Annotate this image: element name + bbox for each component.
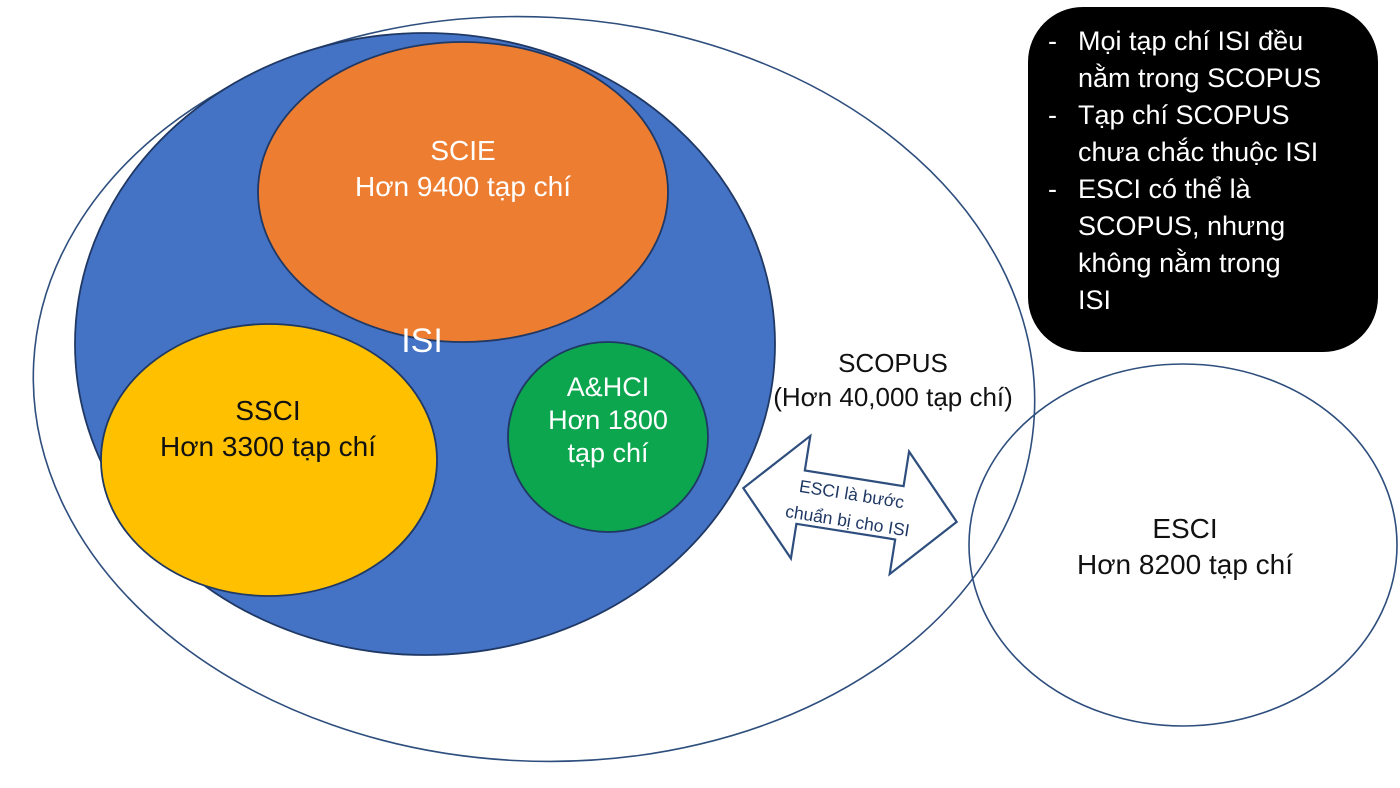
ahci-label-line3: tạp chí — [567, 438, 649, 468]
note-box: - Mọi tạp chí ISI đều nằm trong SCOPUS -… — [1028, 7, 1378, 352]
esci-circle — [968, 363, 1398, 727]
note-line: SCOPUS, nhưng — [1078, 211, 1286, 241]
scie-label-line1: SCIE — [430, 135, 495, 166]
ahci-ellipse — [507, 341, 709, 533]
ssci-label-line2: Hơn 3300 tạp chí — [160, 431, 376, 462]
note-line: Mọi tạp chí ISI đều — [1078, 26, 1304, 56]
esci-label-line2: Hơn 8200 tạp chí — [1077, 549, 1293, 580]
ssci-label-line1: SSCI — [235, 395, 300, 426]
scopus-label-line2: (Hơn 40,000 tạp chí) — [773, 382, 1013, 412]
note-bullet-2: - Tạp chí SCOPUS chưa chắc thuộc ISI — [1048, 97, 1364, 171]
note-line: nằm trong SCOPUS — [1078, 63, 1322, 93]
scopus-label-line1: SCOPUS — [838, 348, 948, 378]
note-bullet-3: - ESCI có thể là SCOPUS, nhưng không nằm… — [1048, 171, 1364, 319]
note-line: chưa chắc thuộc ISI — [1078, 137, 1319, 167]
ssci-ellipse — [100, 323, 438, 597]
esci-label-line1: ESCI — [1152, 513, 1217, 544]
isi-label: ISI — [401, 322, 443, 360]
double-arrow — [741, 433, 959, 577]
bullet-dash: - — [1048, 174, 1057, 204]
ahci-label-line2: Hơn 1800 — [548, 405, 668, 435]
note-line: ESCI có thể là — [1078, 174, 1251, 204]
double-arrow-shape — [741, 433, 959, 577]
bullet-dash: - — [1048, 100, 1057, 130]
note-line: Tạp chí SCOPUS — [1078, 100, 1290, 130]
note-bullet-1: - Mọi tạp chí ISI đều nằm trong SCOPUS — [1048, 23, 1364, 97]
bullet-dash: - — [1048, 26, 1057, 56]
ahci-label-line1: A&HCI — [567, 372, 650, 402]
note-line: không nằm trong — [1078, 248, 1281, 278]
scie-ellipse — [257, 41, 669, 343]
scie-label-line2: Hơn 9400 tạp chí — [355, 171, 571, 202]
note-line: ISI — [1078, 285, 1112, 315]
